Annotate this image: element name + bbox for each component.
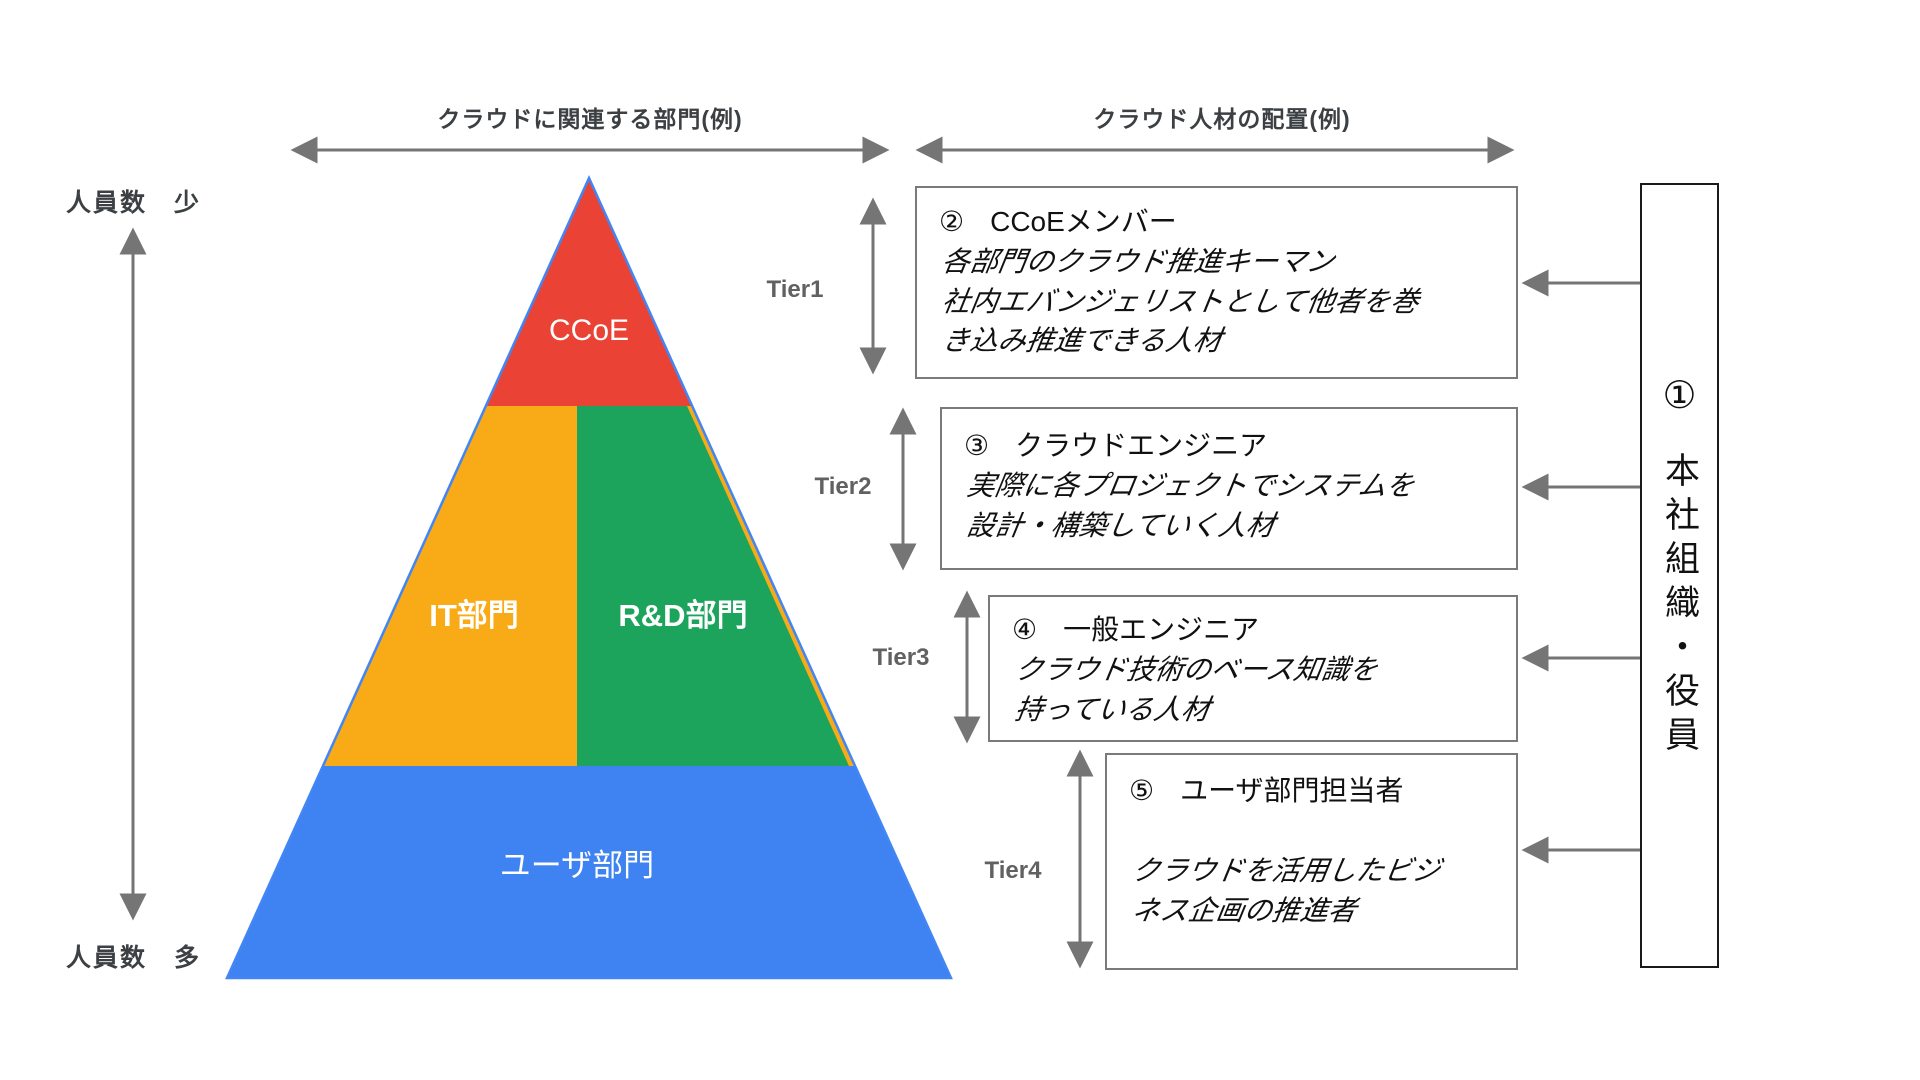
tier1-label: Tier1 (766, 276, 824, 303)
info-box-cloud-engineer-line1: 実際に各プロジェクトでシステムを (964, 469, 1417, 501)
info-box-ccoe-members-line3: き込み推進できる人材 (939, 325, 1225, 357)
info-box-cloud-engineer-line2: 設計・構築していく人材 (964, 509, 1277, 541)
info-box-ccoe-members-line1: 各部門のクラウド推進キーマン (939, 245, 1337, 277)
org-executives-box: ① 本社組織・役員 (1640, 183, 1719, 968)
circled-number-3: ③ (964, 430, 990, 461)
circled-number-4: ④ (1012, 614, 1038, 645)
pyramid-label-it: IT部門 (429, 598, 519, 633)
pyramid-outline (225, 174, 953, 980)
info-box-ccoe-members-line2: 社内エバンジェリストとして他者を巻 (939, 285, 1422, 317)
tier3-label: Tier3 (872, 644, 930, 671)
pyramid-level-user (227, 766, 951, 978)
info-box-general-engineer-line1: クラウド技術のベース知識を (1012, 653, 1381, 685)
headcount-many-label: 人員数 多 (66, 944, 202, 972)
pyramid-level-rd (577, 406, 849, 766)
info-box-user-dept-rep-line1: クラウドを活用したビジ (1129, 854, 1443, 886)
info-box-user-dept-rep-line2: ネス企画の推進者 (1129, 894, 1359, 926)
circled-number-5: ⑤ (1129, 775, 1155, 806)
headcount-few-label: 人員数 少 (66, 189, 202, 217)
header-cloud-departments: クラウドに関連する部門(例) (437, 106, 743, 132)
circled-number-1: ① (1662, 375, 1697, 417)
blank-line (1129, 811, 1496, 851)
pyramid-label-user: ユーザ部門 (499, 848, 655, 883)
org-executives-label: 本社組織・役員 (1660, 452, 1699, 760)
pyramid-label-ccoe: CCoE (548, 314, 630, 347)
tier4-label: Tier4 (984, 857, 1042, 884)
header-cloud-placement: クラウド人材の配置(例) (1093, 106, 1351, 132)
pyramid-label-rd: R&D部門 (618, 598, 748, 633)
circled-number-2: ② (939, 206, 965, 237)
pyramid-level-ccoe (486, 178, 692, 406)
tier2-label: Tier2 (814, 473, 872, 500)
info-box-general-engineer-line2: 持っている人材 (1012, 693, 1213, 725)
